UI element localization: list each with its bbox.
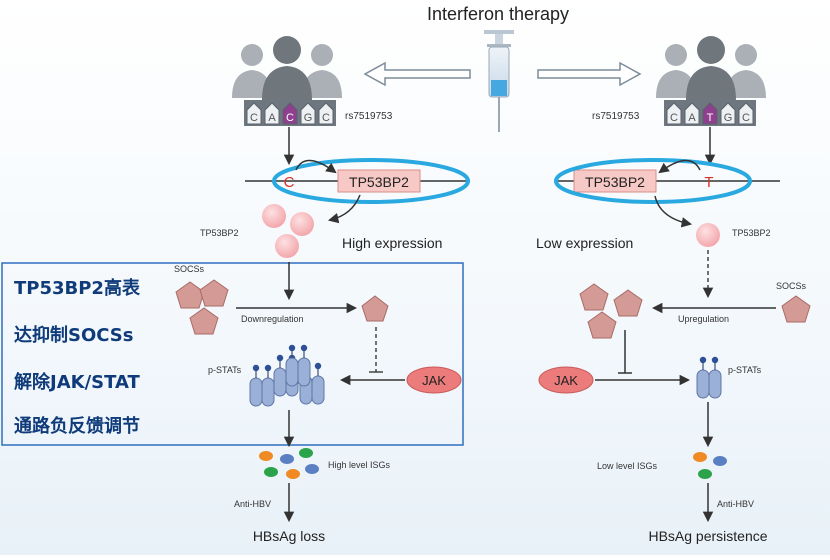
right-base-letter-0: C xyxy=(670,112,678,124)
right-jak-label: JAK xyxy=(554,373,578,388)
right-socs-label: SOCSs xyxy=(776,281,807,291)
left-socs-single-pentagon xyxy=(361,295,389,322)
left-regulation-label: Downregulation xyxy=(241,314,304,324)
left-protein-label: TP53BP2 xyxy=(200,228,239,238)
right-arrow-to-expression xyxy=(654,195,693,228)
annotation-box xyxy=(1,262,464,446)
left-stat-dimer-1 xyxy=(249,364,275,407)
left-population-icon xyxy=(232,36,342,100)
left-allele: C xyxy=(284,174,295,191)
annotation-line-3: 解除JAK/STAT xyxy=(14,371,141,393)
left-base-letter-3: G xyxy=(304,112,313,124)
left-isgs-label: High level ISGs xyxy=(328,460,391,470)
right-base-letter-2: T xyxy=(707,112,714,124)
left-gene-locus xyxy=(245,158,470,204)
right-outcome: HBsAg persistence xyxy=(648,528,767,544)
left-highlight-ring xyxy=(272,158,470,204)
right-base-4 xyxy=(738,102,754,125)
left-anti-hbv-label: Anti-HBV xyxy=(234,499,271,509)
left-base-4 xyxy=(318,102,334,125)
page-title: Interferon therapy xyxy=(427,4,569,24)
left-base-letter-0: C xyxy=(250,112,258,124)
left-base-letter-1: A xyxy=(268,112,276,124)
annotation-line-1: TP53BP2高表 xyxy=(14,277,141,299)
left-jak-label: JAK xyxy=(422,373,446,388)
left-base-letter-4: C xyxy=(322,112,330,124)
right-stat-dimer-1 xyxy=(696,356,722,399)
syringe-icon xyxy=(484,30,514,132)
right-jak-shape xyxy=(538,366,594,394)
right-pstats-cluster xyxy=(696,356,722,399)
left-socs-pentagons xyxy=(175,279,229,335)
right-expression-label: Low expression xyxy=(536,235,633,251)
left-stat-dimer-4 xyxy=(285,344,311,387)
left-base-1 xyxy=(264,102,280,125)
annotation-line-2: 达抑制SOCSs xyxy=(14,324,134,346)
left-gene-label: TP53BP2 xyxy=(349,174,409,190)
right-base-0 xyxy=(666,102,682,125)
left-jak-shape xyxy=(406,366,462,394)
right-hollow-arrow-icon xyxy=(537,61,642,87)
left-snp-label: rs7519753 xyxy=(345,111,393,122)
left-base-3 xyxy=(300,102,316,125)
right-base-3 xyxy=(720,102,736,125)
right-pstats-label: p-STATs xyxy=(728,365,762,375)
annotation-line-4: 通路负反馈调节 xyxy=(14,415,140,437)
right-isgs-label: Low level ISGs xyxy=(597,461,658,471)
right-base-letter-3: G xyxy=(724,112,733,124)
right-population-icon xyxy=(656,36,766,100)
right-base-1 xyxy=(684,102,700,125)
right-gene-label: TP53BP2 xyxy=(585,174,645,190)
right-socs-single-pentagon xyxy=(781,295,811,323)
right-base-letter-1: A xyxy=(688,112,696,124)
right-base-2 xyxy=(702,102,718,125)
right-tp53bp2-protein xyxy=(696,223,720,247)
left-expression-label: High expression xyxy=(342,235,442,251)
left-base-letter-2: C xyxy=(286,112,294,124)
right-highlight-ring xyxy=(554,158,752,204)
left-outcome: HBsAg loss xyxy=(253,528,325,544)
right-isg-dots xyxy=(693,452,727,479)
right-regulation-label: Upregulation xyxy=(678,314,729,324)
right-protein-label: TP53BP2 xyxy=(732,228,771,238)
right-base-letter-4: C xyxy=(742,112,750,124)
right-allele: T xyxy=(704,174,713,191)
right-socs-pentagons xyxy=(579,283,643,339)
left-pstats-label: p-STATs xyxy=(208,365,242,375)
left-base-0 xyxy=(246,102,262,125)
left-arrow-to-expression xyxy=(327,194,361,224)
left-pstats-cluster xyxy=(249,344,325,407)
left-hollow-arrow-icon xyxy=(363,61,471,87)
right-snp-label: rs7519753 xyxy=(592,111,640,122)
right-anti-hbv-label: Anti-HBV xyxy=(717,499,754,509)
left-base-2 xyxy=(282,102,298,125)
right-gene-locus xyxy=(554,158,780,204)
left-isg-dots xyxy=(259,448,319,479)
left-socs-label: SOCSs xyxy=(174,264,205,274)
left-tp53bp2-proteins xyxy=(262,204,314,258)
